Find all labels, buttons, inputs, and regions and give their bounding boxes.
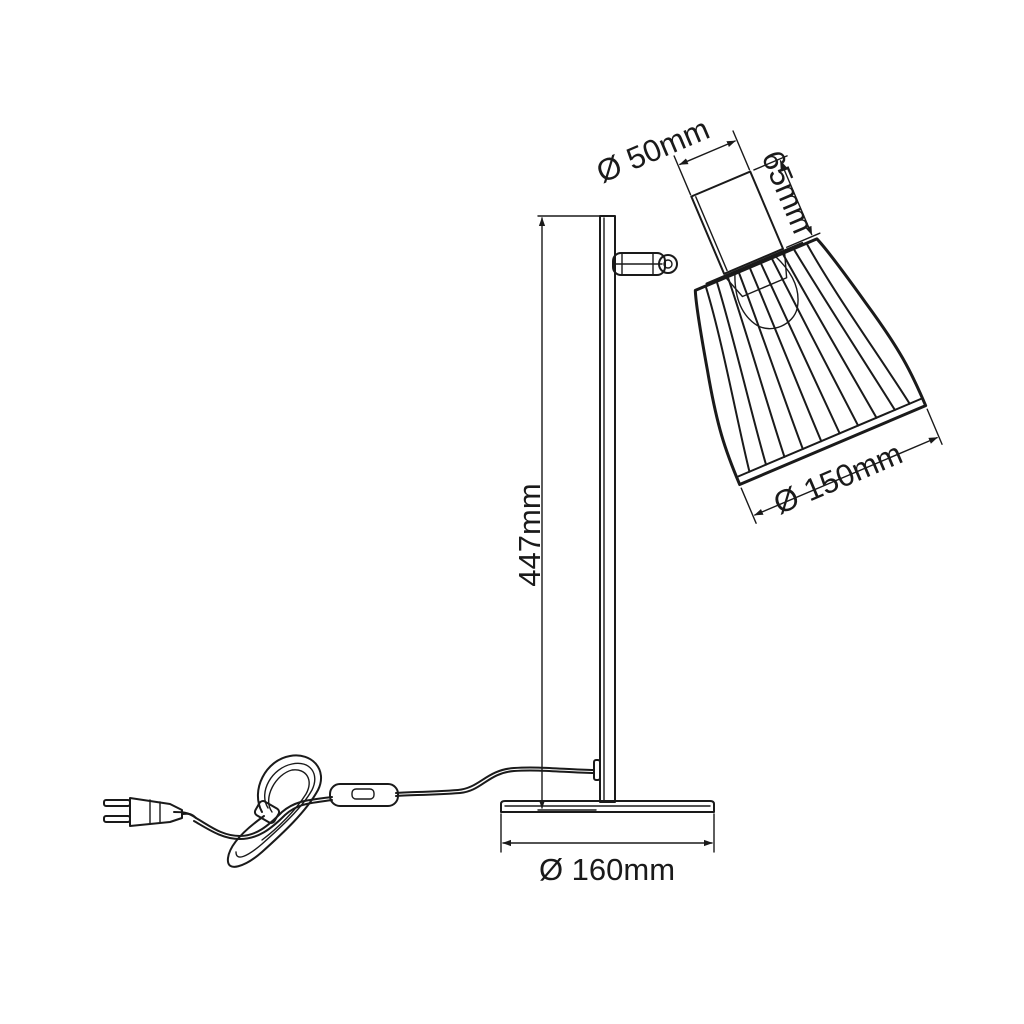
lamp-head [690,170,928,487]
dimension-cup-diameter [673,130,751,196]
lamp-pole [599,215,616,803]
power-plug [103,797,197,827]
shade-ribs [705,243,911,473]
dimension-shade-diameter [740,408,943,524]
cable-coil [226,754,323,868]
dimension-base: Ø 160mm [500,813,715,887]
dimension-cup-height [753,155,821,248]
bulb [734,255,799,330]
base-diameter-label: Ø 160mm [539,852,675,887]
cup-height-label: 65mm [755,145,821,238]
height-label: 447mm [512,483,547,586]
wire-shade [693,237,928,487]
socket-cup [690,170,785,275]
shade-diameter-label: Ø 150mm [768,436,907,521]
lamp-joint [612,252,678,276]
cup-diameter-label: Ø 50mm [591,111,714,190]
inline-switch [329,783,399,807]
dimension-height: 447mm [512,215,613,811]
